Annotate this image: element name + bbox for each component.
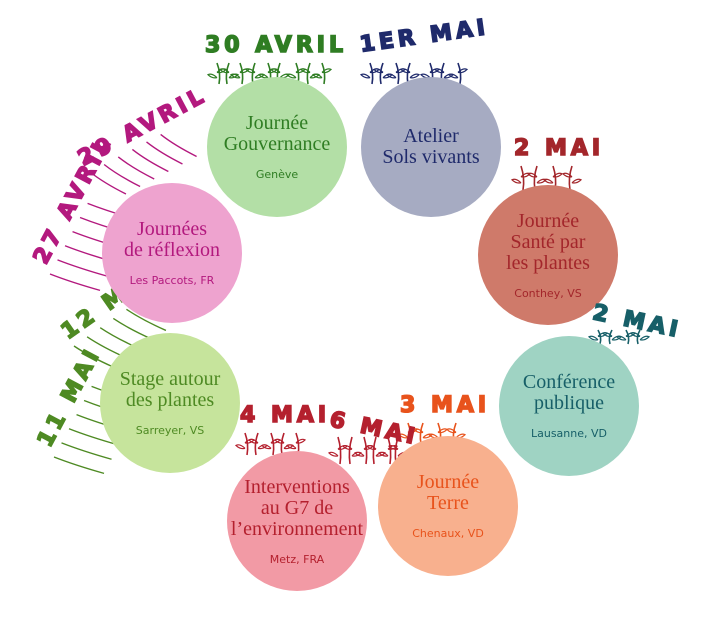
sprout-icon <box>229 62 251 85</box>
sprout-icon <box>372 62 394 85</box>
event-place: Les Paccots, FR <box>129 274 215 287</box>
event-title: Journée Gouvernance <box>223 112 331 155</box>
event-date-label: 2 MAI <box>513 135 605 162</box>
sprout-icon <box>247 432 269 456</box>
sprout-icon <box>377 436 399 465</box>
event-title: Journées de réflexion <box>123 218 221 261</box>
event-title: Journée Terre <box>416 471 480 514</box>
sprout-icon <box>234 432 256 456</box>
sprout-icon <box>49 273 101 292</box>
event-circle-sols: Atelier Sols vivants <box>361 77 501 217</box>
sprout-icon <box>126 308 167 332</box>
event-place: Sarreyer, VS <box>135 424 205 437</box>
sprout-icon <box>103 163 141 188</box>
event-place: Chenaux, VD <box>412 527 484 540</box>
sprout-icon <box>131 148 169 173</box>
event-title: Conférence publique <box>522 371 616 414</box>
sprout-icon <box>53 456 105 475</box>
sprout-icon <box>385 62 407 85</box>
event-title: Journée Santé par les plantes <box>506 209 590 274</box>
sprout-icon <box>299 62 321 85</box>
sprout-icon <box>510 165 532 191</box>
event-title: Stage autour des plantes <box>119 368 221 411</box>
sprout-icon <box>359 62 381 85</box>
sprout-icon <box>341 436 363 465</box>
event-place: Genève <box>255 168 299 181</box>
event-place: Conthey, VS <box>514 286 582 300</box>
event-date-label: 3 MAI <box>399 392 491 419</box>
sprout-icon <box>629 329 651 345</box>
sprout-icon <box>260 432 282 456</box>
sprout-icon <box>311 62 333 85</box>
event-place: Lausanne, VD <box>530 427 607 440</box>
event-date-label: 30 AVRIL <box>204 32 347 59</box>
sprout-icon <box>89 171 127 195</box>
event-date-label: 4 MAI <box>239 402 331 429</box>
sprout-icon <box>57 259 108 277</box>
sprout-icon <box>117 156 155 180</box>
sprout-icon <box>218 62 240 85</box>
event-title: Atelier Sols vivants <box>382 125 480 168</box>
sprout-icon <box>206 62 228 85</box>
sprout-icon <box>61 442 112 460</box>
event-place: Metz, FRA <box>269 552 325 566</box>
sprout-icon <box>447 62 469 85</box>
event-title: Interventions au G7 de l’environnement <box>230 475 364 540</box>
sprout-icon <box>146 141 183 165</box>
sprout-icon <box>160 133 197 158</box>
sprout-icon <box>601 329 623 345</box>
